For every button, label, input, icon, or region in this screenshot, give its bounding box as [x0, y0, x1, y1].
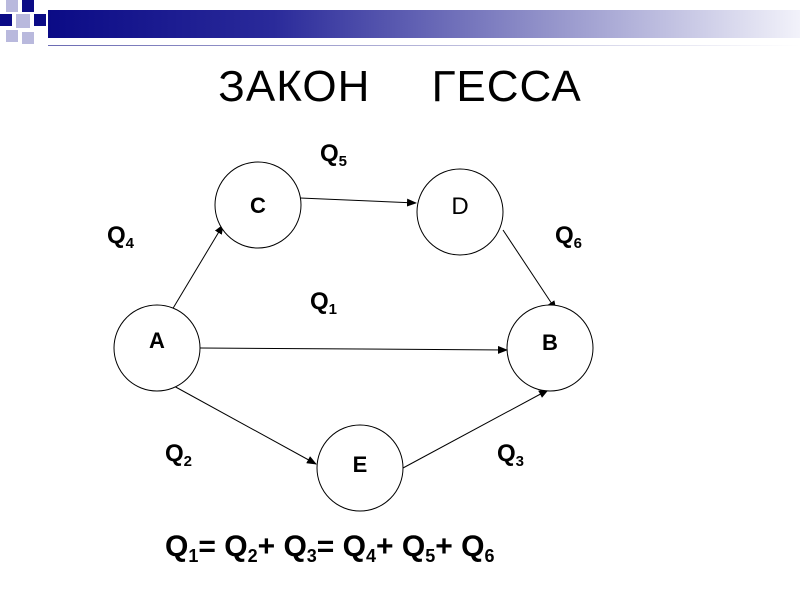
label-q4-main: Q — [107, 222, 126, 249]
formula-term-main: Q — [342, 530, 366, 563]
header-divider — [48, 45, 800, 46]
node-d-label: D — [451, 193, 468, 220]
label-q5: Q5 — [320, 140, 347, 170]
edge-c-d — [299, 197, 417, 207]
formula-term-main: Q — [401, 530, 426, 563]
label-q2-sub: 2 — [183, 453, 193, 470]
node-e: E — [316, 424, 404, 512]
node-e-label: E — [353, 452, 368, 477]
label-q2: Q2 — [165, 440, 192, 470]
deco-square — [0, 14, 12, 26]
formula-term-sub: 1 — [188, 546, 199, 566]
formula-term-main: Q — [165, 530, 189, 563]
formula-term-main: Q — [461, 530, 485, 563]
deco-square — [16, 14, 30, 28]
formula-plus: + — [257, 530, 284, 563]
formula-term-sub: 2 — [247, 546, 258, 566]
formula-equals: = — [198, 530, 225, 563]
node-b: B — [506, 304, 594, 392]
label-q6: Q6 — [555, 222, 582, 252]
node-b-label: B — [542, 330, 558, 355]
edge-e-b — [402, 389, 549, 469]
deco-square — [22, 0, 34, 12]
slide-title: ЗАКОН ГЕССА — [218, 62, 582, 111]
formula-equals: = — [316, 530, 343, 563]
deco-square — [22, 32, 34, 44]
label-q4: Q4 — [107, 222, 134, 252]
node-c-label: C — [250, 193, 266, 218]
label-q6-main: Q — [555, 222, 574, 249]
label-q5-sub: 5 — [338, 153, 348, 170]
formula-term-main: Q — [283, 530, 307, 563]
slide-header-decoration — [0, 0, 800, 50]
node-a-label: A — [149, 328, 165, 353]
deco-square — [34, 14, 46, 26]
header-gradient-bar — [48, 10, 800, 38]
edge-d-b — [502, 229, 557, 311]
formula-plus: + — [376, 530, 402, 563]
label-q3-sub: 3 — [515, 453, 525, 470]
formula-plus: + — [435, 530, 462, 563]
edge-a-c — [171, 224, 224, 311]
node-d: D — [416, 168, 504, 256]
formula-term-sub: 6 — [484, 546, 495, 566]
formula-term-sub: 5 — [425, 546, 436, 566]
formula-term-sub: 3 — [306, 546, 317, 566]
formula-term-main: Q — [224, 530, 248, 563]
hess-law-formula: Q1= Q2+ Q3= Q4+ Q5+ Q6 — [165, 530, 494, 567]
edge-a-e — [171, 384, 317, 465]
deco-square — [6, 30, 18, 42]
label-q1: Q1 — [310, 288, 337, 318]
node-a: A — [113, 304, 201, 392]
label-q2-main: Q — [165, 440, 184, 467]
label-q3: Q3 — [497, 440, 524, 470]
deco-square — [6, 0, 18, 12]
label-q3-main: Q — [497, 440, 516, 467]
formula-term-sub: 4 — [366, 546, 377, 566]
label-q1-sub: 1 — [328, 301, 338, 318]
label-q6-sub: 6 — [573, 235, 583, 252]
node-c: C — [214, 161, 302, 249]
label-q1-main: Q — [310, 288, 329, 315]
label-q5-main: Q — [320, 140, 339, 167]
edge-a-b — [199, 345, 508, 354]
label-q4-sub: 4 — [125, 235, 135, 252]
